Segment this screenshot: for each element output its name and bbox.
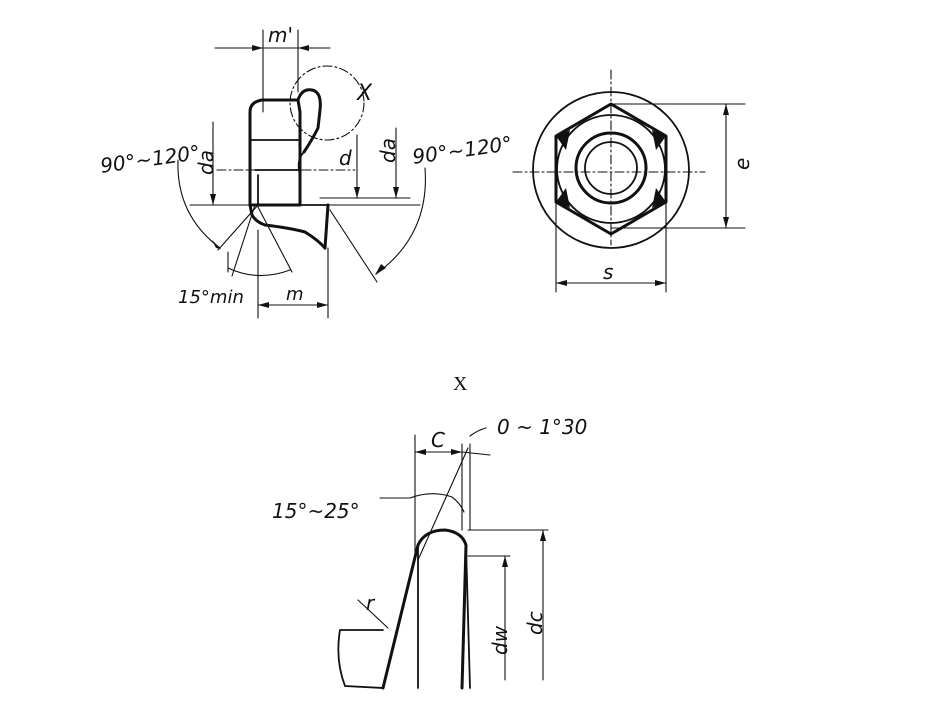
angle-left-label: 90°~120°	[99, 140, 202, 178]
flange-lower-edge	[248, 203, 327, 250]
radius-leader	[357, 599, 389, 629]
angle-15-leg-1	[231, 204, 256, 277]
small-angle-label: 0 ~ 1°30	[497, 415, 587, 439]
hex-corner-shade	[652, 188, 666, 208]
angle-right-label: 90°~120°	[411, 131, 514, 169]
locking-crimp	[296, 88, 322, 154]
arrowhead	[655, 280, 666, 286]
detail-x-reference: X	[356, 81, 373, 106]
flange-circle	[532, 91, 690, 249]
arrowhead	[210, 194, 216, 205]
bore-circle-inner	[584, 141, 638, 195]
hex-corner-shade	[652, 130, 666, 150]
arrowhead	[540, 530, 546, 541]
hex-corner-shade	[556, 188, 570, 208]
chamfer-circle	[556, 114, 666, 224]
d-label: d	[339, 146, 352, 170]
detail-title: X	[453, 373, 468, 395]
angle-arc-right	[375, 167, 426, 275]
detail-x-circle	[289, 65, 365, 141]
e-label: e	[730, 158, 754, 170]
arrowhead	[375, 264, 386, 275]
side-view: m' X da d da 90°~1	[99, 23, 514, 319]
chamfer-angle-leg	[417, 447, 469, 561]
dc-label: dc	[523, 611, 547, 635]
arrowhead	[502, 556, 508, 567]
radius-label: r	[366, 591, 376, 615]
m-label: m	[286, 284, 304, 305]
arrowhead	[212, 240, 221, 249]
crimp-inner	[297, 151, 305, 176]
arrowhead	[393, 187, 399, 198]
arrowhead	[556, 280, 567, 286]
arrowhead	[451, 449, 462, 455]
angle-15-leg-2	[257, 206, 293, 273]
profile-outline	[381, 528, 468, 690]
s-label: s	[603, 260, 613, 284]
angle-arc-left	[177, 159, 221, 249]
small-angle-dim	[461, 451, 491, 456]
arrowhead	[317, 302, 328, 308]
m-prime-label: m'	[268, 23, 293, 47]
angle-15-arc	[227, 267, 291, 277]
profile-right-line	[465, 544, 471, 689]
arrowhead	[258, 302, 269, 308]
dw-label: dw	[488, 625, 512, 655]
arrowhead	[298, 45, 309, 51]
arrowhead	[723, 104, 729, 115]
detail-x: X C 0 ~ 1°30 15°~25° r dw	[272, 373, 587, 690]
arrowhead	[354, 187, 360, 198]
front-view: e s	[512, 69, 754, 293]
angle-leg-left-1	[217, 204, 259, 251]
chamfer-angle-label: 15°~25°	[272, 499, 360, 523]
base-block	[337, 629, 384, 689]
arrowhead	[415, 449, 426, 455]
flange-right-edge	[323, 203, 330, 250]
arrowhead	[723, 217, 729, 228]
hex-corner-shade	[556, 130, 570, 150]
chamfer-angle-arc	[409, 493, 465, 513]
da-right-label: da	[376, 138, 400, 163]
c-label: C	[431, 428, 445, 452]
angle-15-label: 15°min	[178, 287, 244, 308]
angle-leg-right	[329, 209, 378, 283]
da-left-label: da	[194, 150, 218, 175]
arrowhead	[252, 45, 263, 51]
small-angle-leader	[469, 427, 487, 437]
bore-circle-outer	[574, 131, 648, 205]
